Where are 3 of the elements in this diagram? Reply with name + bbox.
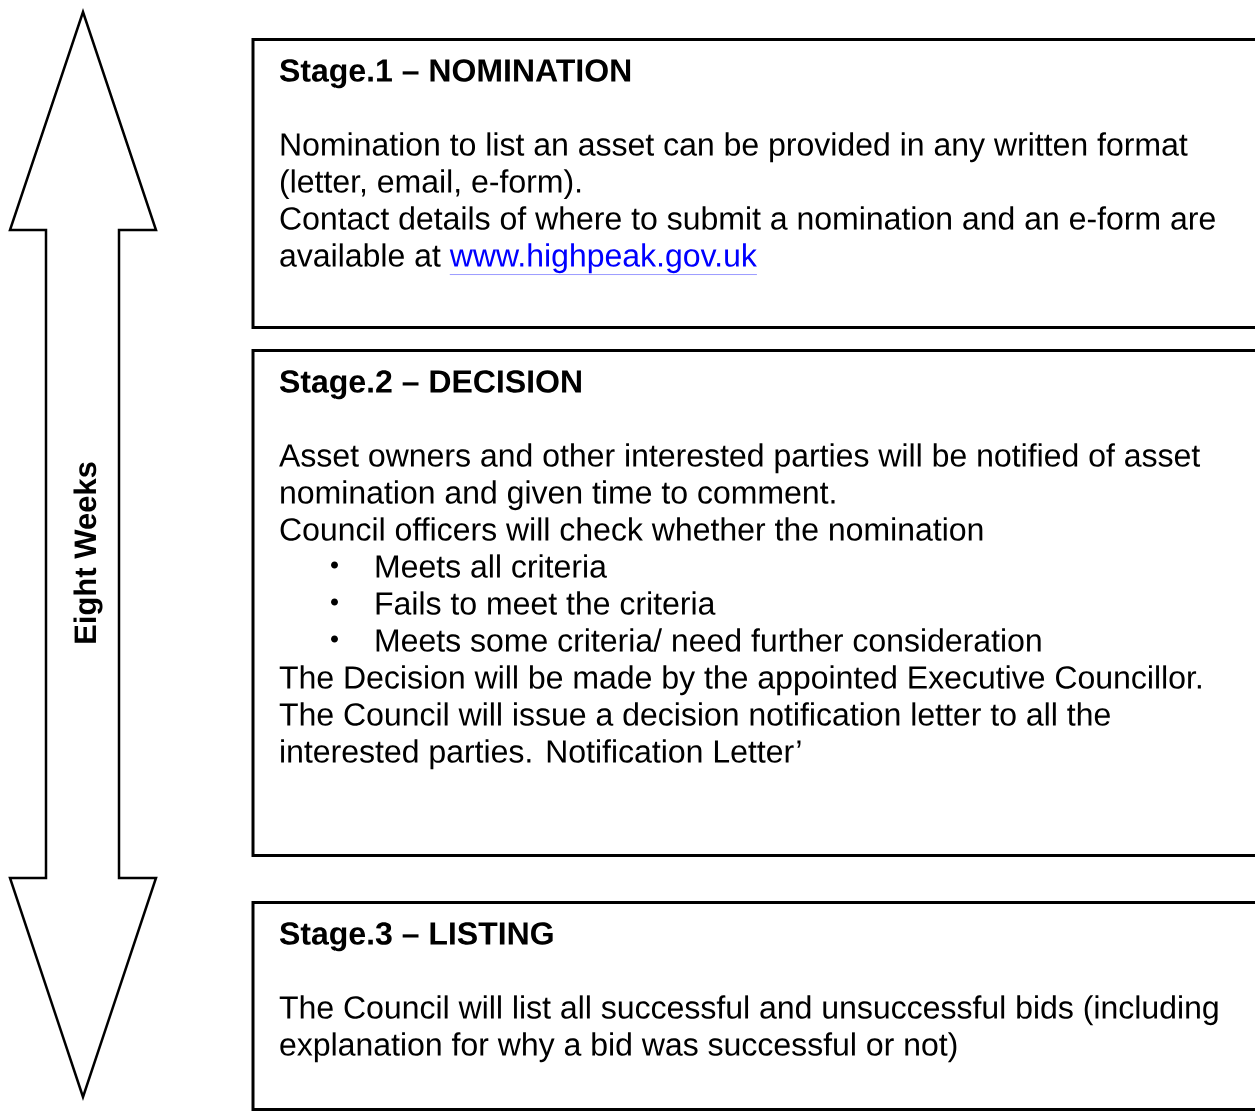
stage-box: Stage.1 – NOMINATION Nomination to list an asset can be provided in any written format (letter, email, e-form). Contact details of where to submit a nomination and an e-form are available at www.highpeak.gov.uk <box>251 38 1255 329</box>
stage-box: Stage.2 – DECISION Asset owners and other interested parties will be notified of asset nomination and given time to comment. Council officers will check whether the nomination Meets all criteria Fails to meet the criteria Meets some criteria/ need further consideration The Decision will be made by the appointed Executive Councillor. The Council will issue a decision notification letter to all the interested parties. Notification Letter’ <box>251 349 1255 857</box>
stage-box: Stage.3 – LISTING The Council will list all successful and unsuccessful bids (including explanation for why a bid was successful or not) <box>251 901 1255 1111</box>
